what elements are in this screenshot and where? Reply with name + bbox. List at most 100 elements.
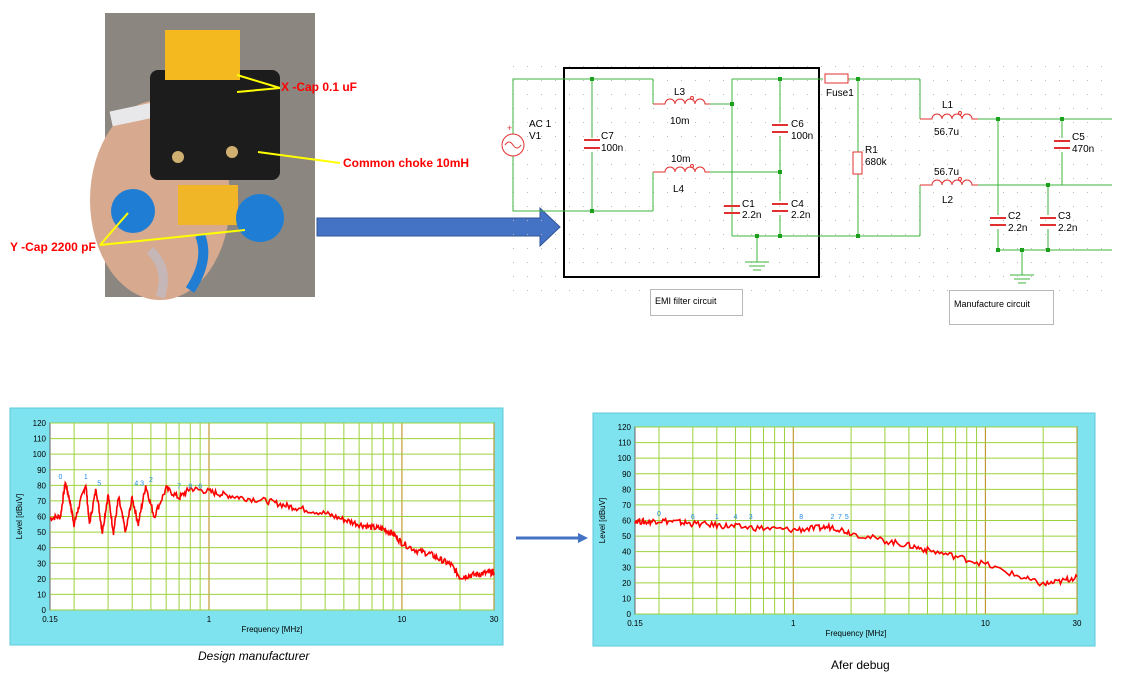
peak-marker: 6 [691, 514, 695, 521]
r1-ref: R1 [865, 145, 878, 156]
peak-marker: 5 [845, 514, 849, 521]
c6-value: 100n [791, 131, 813, 142]
y-tick-label: 80 [622, 485, 631, 494]
x-tick-label: 30 [1073, 619, 1082, 628]
y-tick-label: 90 [37, 466, 46, 475]
y-tick-label: 0 [42, 606, 47, 615]
y-tick-label: 90 [622, 470, 631, 479]
y-tick-label: 0 [627, 610, 632, 619]
callout-x-cap: X -Cap 0.1 uF [281, 80, 358, 94]
schematic-wires [512, 78, 1112, 275]
y-tick-label: 10 [37, 590, 46, 599]
x-tick-label: 30 [490, 615, 499, 624]
ground-icon [745, 261, 1034, 284]
y-tick-label: 70 [622, 501, 631, 510]
y-tick-label: 40 [622, 548, 631, 557]
peak-marker: 1 [715, 514, 719, 521]
l2-value: 56.7u [934, 167, 959, 178]
emi-filter-box [563, 67, 820, 278]
x-tick-label: 1 [791, 619, 796, 628]
c3-value: 2.2n [1058, 223, 1077, 234]
y-tick-label: 100 [618, 454, 632, 463]
peak-marker: 6 [198, 483, 202, 490]
peak-marker: 0 [59, 474, 63, 481]
y-tick-label: 30 [622, 563, 631, 572]
series-line [634, 517, 1078, 587]
peak-marker: 1 [84, 474, 88, 481]
y-tick-label: 20 [622, 579, 631, 588]
l1-ref: L1 [942, 100, 954, 111]
peak-marker: 0 [657, 511, 661, 518]
y-tick-label: 60 [622, 517, 631, 526]
peak-marker: 2 [149, 477, 153, 484]
c4-ref: C4 [791, 199, 804, 210]
emi-filter-photo [90, 13, 315, 300]
photo-callout-arrows [99, 74, 341, 246]
c7-value: 100n [601, 143, 623, 154]
peak-marker: 3 [749, 514, 753, 521]
fuse-symbol [824, 73, 849, 84]
x-tick-label: 10 [397, 615, 406, 624]
resistor-symbol [852, 151, 863, 175]
callout-y-cap: Y -Cap 2200 pF [10, 240, 96, 254]
y-tick-label: 30 [37, 559, 46, 568]
l1-value: 56.7u [934, 127, 959, 138]
peak-marker: 8 [799, 514, 803, 521]
y-axis-label: Level [dBuV] [598, 498, 607, 543]
peak-marker: 8 [188, 483, 192, 490]
x-axis-label: Frequency [MHz] [826, 629, 887, 638]
x-axis-label: Frequency [MHz] [242, 625, 303, 634]
c3-ref: C3 [1058, 211, 1071, 222]
l4-value: 10m [671, 154, 690, 165]
source-ref: V1 [529, 131, 542, 142]
y-axis-label: Level [dBuV] [15, 494, 24, 539]
y-tick-label: 110 [33, 435, 46, 444]
x-tick-label: 10 [981, 619, 990, 628]
y-tick-label: 100 [33, 450, 47, 459]
x-tick-label: 0.15 [627, 619, 643, 628]
peak-marker: 4 [733, 514, 737, 521]
capacitor-symbols [584, 124, 1070, 226]
y-tick-label: 80 [37, 481, 46, 490]
flow-arrow-icon [316, 206, 561, 248]
c1-value: 2.2n [742, 210, 761, 221]
peak-marker: 3 [140, 480, 144, 487]
fuse1-ref: Fuse1 [826, 88, 854, 99]
c2-value: 2.2n [1008, 223, 1027, 234]
y-tick-label: 50 [37, 528, 46, 537]
c6-ref: C6 [791, 119, 804, 130]
c7-ref: C7 [601, 131, 614, 142]
c1-ref: C1 [742, 199, 755, 210]
source-name: AC 1 [529, 119, 552, 130]
y-tick-label: 60 [37, 513, 46, 522]
c2-ref: C2 [1008, 211, 1021, 222]
y-tick-label: 70 [37, 497, 46, 506]
peak-marker: 5 [97, 480, 101, 487]
y-tick-label: 120 [33, 419, 47, 428]
peak-marker: 7 [177, 483, 181, 490]
chart-arrow-icon [516, 533, 588, 543]
callout-common-choke: Common choke 10mH [343, 156, 470, 170]
l2-ref: L2 [942, 195, 954, 206]
svg-text:+: + [507, 123, 512, 133]
l3-value: 10m [670, 116, 689, 127]
ac-source-symbol: + [501, 123, 525, 157]
peak-marker: 2 [831, 514, 835, 521]
c5-ref: C5 [1072, 132, 1085, 143]
peak-marker: 4 [134, 480, 138, 487]
x-tick-label: 0.15 [42, 615, 58, 624]
peak-marker: 7 [838, 514, 842, 521]
y-tick-label: 10 [622, 594, 631, 603]
inductor-symbols [653, 96, 978, 186]
caption-design-manufacturer: Design manufacturer [198, 649, 310, 663]
y-tick-label: 50 [622, 532, 631, 541]
c5-value: 470n [1072, 144, 1094, 155]
c4-value: 2.2n [791, 210, 810, 221]
schematic-dots [513, 66, 1102, 291]
y-tick-label: 120 [618, 423, 632, 432]
caption-after-debug: Afer debug [831, 658, 890, 672]
l4-ref: L4 [673, 184, 685, 195]
junctions [590, 77, 1064, 252]
